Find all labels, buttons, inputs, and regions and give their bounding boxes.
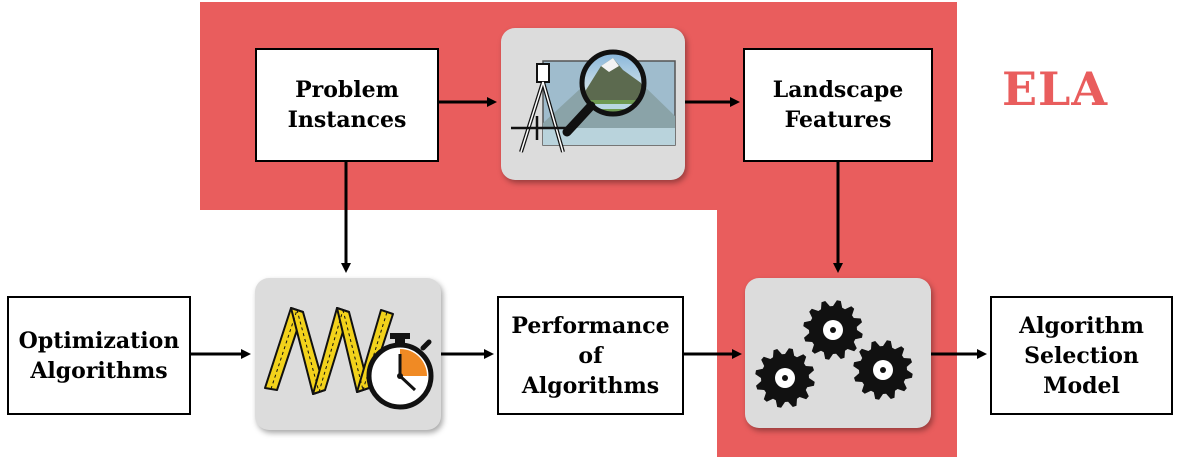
- gear-top-icon: [803, 300, 863, 360]
- gears-icon: [755, 300, 913, 408]
- box-line: Algorithms: [521, 372, 660, 399]
- box-line: Selection: [1024, 342, 1139, 369]
- box-line: Optimization: [18, 327, 180, 354]
- performance-of-algorithms-box: Performance of Algorithms: [497, 296, 684, 415]
- box-line: Instances: [287, 107, 407, 133]
- box-line: of: [578, 342, 603, 369]
- benchmarking-iconbox: [255, 278, 441, 430]
- algorithm-selection-model-box: Algorithm Selection Model: [990, 296, 1173, 415]
- landscape-features-box: Landscape Features: [743, 48, 933, 162]
- box-line: Algorithm: [1019, 312, 1144, 339]
- ela-label: ELA: [1001, 62, 1109, 116]
- gear-right-icon: [853, 340, 913, 400]
- learning-iconbox: [745, 278, 931, 428]
- box-line: Landscape: [772, 77, 904, 103]
- compass-magnifier-landscape-icon: [511, 49, 676, 153]
- box-line: Problem: [295, 77, 399, 103]
- gear-left-icon: [755, 348, 815, 408]
- box-line: Algorithms: [30, 357, 168, 384]
- problem-instances-box: Problem Instances: [255, 48, 439, 162]
- folding-ruler-stopwatch-icon: [264, 307, 434, 410]
- optimization-algorithms-box: Optimization Algorithms: [7, 296, 191, 415]
- box-line: Performance: [511, 312, 670, 339]
- landscape-analysis-iconbox: [501, 28, 685, 180]
- box-line: Model: [1043, 372, 1120, 399]
- box-line: Features: [784, 107, 892, 133]
